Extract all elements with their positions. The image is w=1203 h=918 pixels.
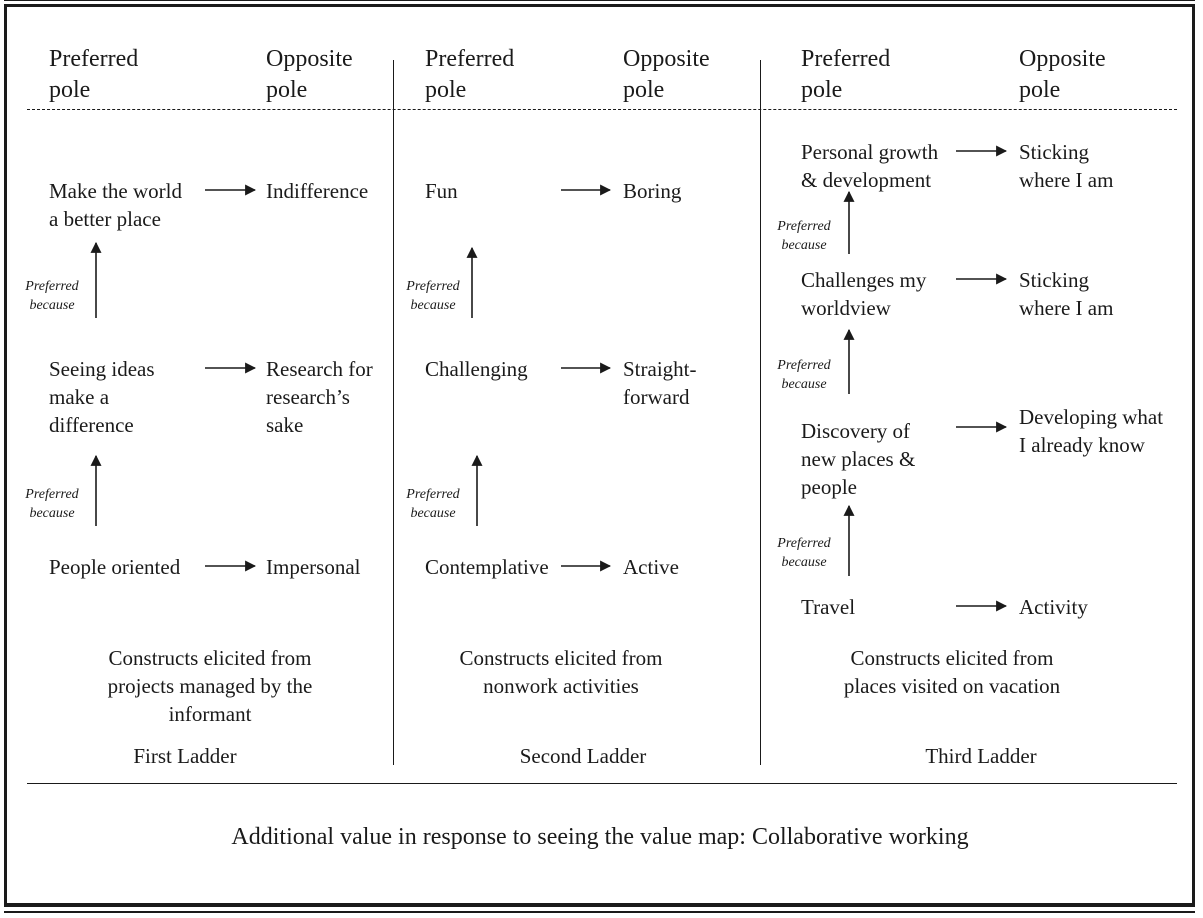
ladder3-preferred-because-3: Preferred because [777,536,831,570]
ladder3-opposite-4: Activity [1019,595,1088,619]
bottom-border-line [4,911,1195,913]
ladder2-preferred-1: Fun [425,179,458,203]
top-border-line [4,0,1195,1]
header-divider-dashed [27,109,1177,110]
column-separator-1 [393,60,394,765]
figure-frame [4,4,1195,907]
ladder1-preferred-because-1: Preferred because [25,279,79,313]
ladder3-name: Third Ladder [925,744,1037,768]
ladder3-preferred-3: Discovery of new places & people [801,419,916,499]
ladder3-opposite-1: Sticking where I am [1019,140,1114,192]
ladder3-preferred-header: Preferred pole [801,46,891,103]
ladder2-name: Second Ladder [519,744,647,768]
ladder1-preferred-1: Make the world a better place [49,179,182,231]
ladder2-preferred-header: Preferred pole [425,46,515,103]
ladder2-preferred-because-2: Preferred because [406,487,460,521]
ladder2-preferred-2: Challenging [425,357,528,381]
ladder3-preferred-because-1: Preferred because [777,219,831,253]
ladder1-opposite-header: Opposite pole [266,46,353,103]
ladder1-preferred-2: Seeing ideas make a difference [49,357,155,437]
ladder2-opposite-3: Active [623,555,679,579]
footer-divider [27,783,1177,784]
ladder1-caption: Constructs elicited from projects manage… [107,646,313,726]
ladder3-preferred-because-2: Preferred because [777,358,831,392]
ladder2-preferred-3: Contemplative [425,555,549,579]
ladder1-preferred-3: People oriented [49,555,181,579]
ladder3-opposite-2: Sticking where I am [1019,268,1114,320]
ladder3-caption: Constructs elicited from places visited … [843,646,1061,698]
ladder1-name: First Ladder [133,744,237,768]
ladder1-preferred-because-2: Preferred because [25,487,79,521]
column-separator-2 [760,60,761,765]
ladder2-opposite-header: Opposite pole [623,46,710,103]
ladder1-opposite-2: Research for research’s sake [266,357,373,437]
ladder2-opposite-1: Boring [623,179,682,203]
ladder2-opposite-2: Straight- forward [623,357,697,409]
ladder1-preferred-header: Preferred pole [49,46,139,103]
ladder2-preferred-because-1: Preferred because [406,279,460,313]
ladder1-opposite-3: Impersonal [266,555,361,579]
ladder3-preferred-4: Travel [801,595,856,619]
ladder2-caption: Constructs elicited from nonwork activit… [459,646,663,698]
ladder1-opposite-1: Indifference [266,179,369,203]
ladder3-preferred-2: Challenges my worldview [801,268,927,320]
ladder3-opposite-3: Developing what I already know [1019,405,1164,457]
ladder3-opposite-header: Opposite pole [1019,46,1106,103]
footer-note: Additional value in response to seeing t… [231,824,969,850]
ladder3-preferred-1: Personal growth & development [801,140,939,192]
